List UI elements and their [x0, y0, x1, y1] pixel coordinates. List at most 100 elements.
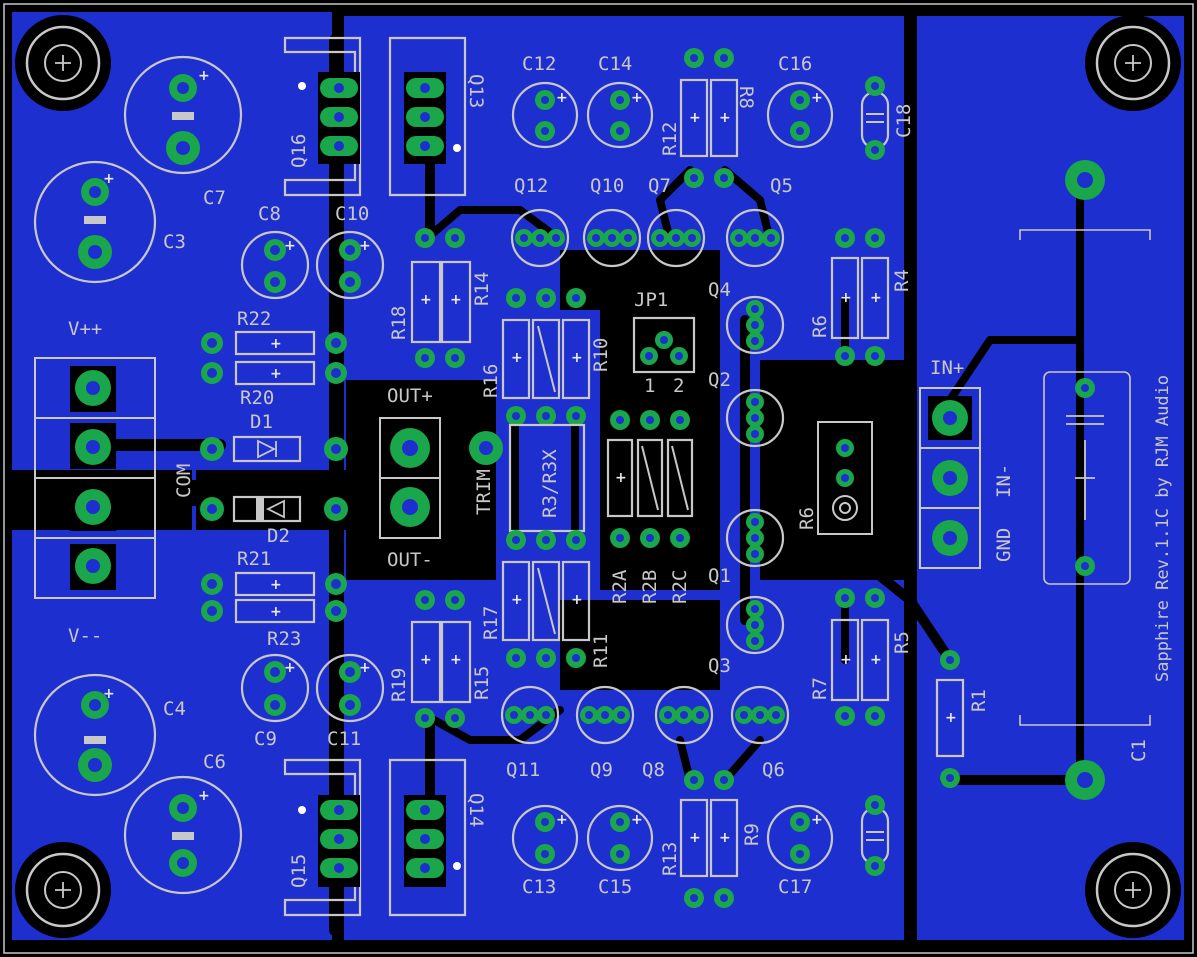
svg-text:+: +	[511, 592, 523, 608]
label-q4: Q4	[708, 279, 731, 301]
svg-text:+: +	[571, 592, 583, 608]
capacitor-c18	[860, 795, 890, 876]
label-c9: C10	[335, 203, 369, 225]
label-q5: Q5	[770, 175, 793, 197]
label-out-plus: OUT+	[387, 385, 433, 407]
svg-text:+: +	[450, 292, 462, 308]
svg-text:+: +	[811, 812, 823, 828]
transistor-q4	[725, 295, 785, 355]
mounting-hole-bottom-left	[15, 842, 111, 938]
label-r22: R21	[237, 548, 271, 570]
label-jp1-pin2: 2	[673, 375, 684, 397]
resistor-r12: +	[561, 560, 591, 668]
label-r11: R10	[590, 338, 612, 372]
label-q1: Q1	[708, 565, 731, 587]
svg-text:+: +	[840, 290, 852, 306]
svg-text:+: +	[719, 110, 731, 126]
label-q10: Q10	[590, 175, 624, 197]
resistor-r4: +	[860, 228, 890, 366]
capacitor-c3: +	[33, 160, 157, 284]
svg-text:+: +	[270, 577, 282, 593]
label-r5: R5	[891, 631, 913, 654]
label-r2a: R2A	[609, 569, 631, 604]
svg-text:+: +	[631, 812, 643, 828]
label-d1: D1	[250, 411, 273, 433]
capacitor-c9: +	[315, 230, 385, 300]
transistor-q7	[646, 208, 706, 268]
label-gnd: GND	[993, 528, 1015, 562]
label-out-minus: OUT-	[387, 549, 433, 571]
resistor-r15: +	[440, 228, 472, 368]
label-r16: R15	[471, 666, 493, 700]
capacitor-c16: +	[766, 804, 834, 872]
label-vpp: V++	[68, 318, 102, 340]
label-q16: Q16	[288, 134, 310, 168]
resistor-r8: +	[830, 588, 860, 726]
mounting-hole-bottom-right	[1085, 842, 1181, 938]
svg-text:+: +	[615, 470, 627, 486]
svg-text:+: +	[811, 90, 823, 106]
transistor-q14	[388, 758, 467, 917]
transistor-q1	[725, 508, 785, 568]
resistor-r18: +	[501, 560, 531, 668]
power-terminal-block	[34, 357, 156, 599]
label-r17: R16	[480, 364, 502, 398]
label-in-plus: IN+	[930, 357, 964, 379]
label-c13: C14	[598, 53, 632, 75]
capacitor-c5: +	[123, 55, 243, 175]
resistor-r13: +	[679, 48, 709, 188]
transistor-q2	[725, 388, 785, 448]
label-r14: R13	[659, 842, 681, 876]
svg-text:+: +	[719, 830, 731, 846]
resistor-r14: +	[679, 770, 709, 908]
svg-text:+: +	[284, 660, 296, 676]
svg-text:+: +	[450, 652, 462, 668]
label-q11: Q11	[506, 759, 540, 781]
label-q14: Q14	[465, 793, 487, 827]
label-c17: C18	[893, 104, 915, 138]
resistor-r2a: +	[606, 410, 634, 548]
resistor-r19: +	[410, 228, 442, 368]
svg-text:+: +	[103, 171, 115, 187]
jumper-jp1	[632, 316, 696, 374]
svg-text:+: +	[420, 652, 432, 668]
capacitor-c11: +	[511, 81, 579, 149]
svg-text:+: +	[270, 336, 282, 352]
board-title: Sapphire Rev.1.1C by RJM Audio	[1153, 375, 1173, 682]
svg-text:+: +	[420, 292, 432, 308]
capacitor-c13: +	[586, 81, 654, 149]
svg-text:+: +	[870, 652, 882, 668]
transistor-q16	[283, 36, 362, 197]
capacitor-c6: +	[123, 775, 243, 895]
label-r3-r3x: R3/R3X	[539, 449, 561, 518]
label-r20: R19	[388, 668, 410, 702]
svg-text:+: +	[556, 90, 568, 106]
label-r13: R12	[659, 122, 681, 156]
capacitor-c12: +	[511, 804, 579, 872]
transistor-q12	[510, 208, 570, 268]
svg-text:+: +	[198, 788, 210, 804]
label-c8: C9	[254, 728, 277, 750]
resistor-r2c	[666, 410, 694, 548]
transistor-q8	[654, 685, 714, 745]
svg-text:+: +	[571, 350, 583, 366]
svg-text:+: +	[284, 238, 296, 254]
transistor-q11	[500, 685, 560, 745]
copper-pour-right	[916, 16, 1184, 940]
potentiometer-r6	[817, 421, 873, 535]
label-c3: C3	[163, 231, 186, 253]
capacitor-c17	[860, 76, 890, 160]
label-r10: R9	[741, 823, 763, 846]
label-r21: R20	[240, 387, 274, 409]
capacitor-c15: +	[766, 81, 834, 149]
diode-d2	[200, 495, 348, 523]
label-c10: C11	[327, 728, 361, 750]
label-r4: R4	[891, 269, 913, 292]
label-d2: D2	[267, 525, 290, 547]
mounting-hole-top-right	[1085, 15, 1181, 111]
trim-pad	[469, 431, 503, 465]
label-r7: R6	[809, 315, 831, 338]
label-in-minus: IN-	[993, 464, 1015, 498]
resistor-r16: +	[440, 590, 472, 728]
svg-text:+: +	[198, 68, 210, 84]
